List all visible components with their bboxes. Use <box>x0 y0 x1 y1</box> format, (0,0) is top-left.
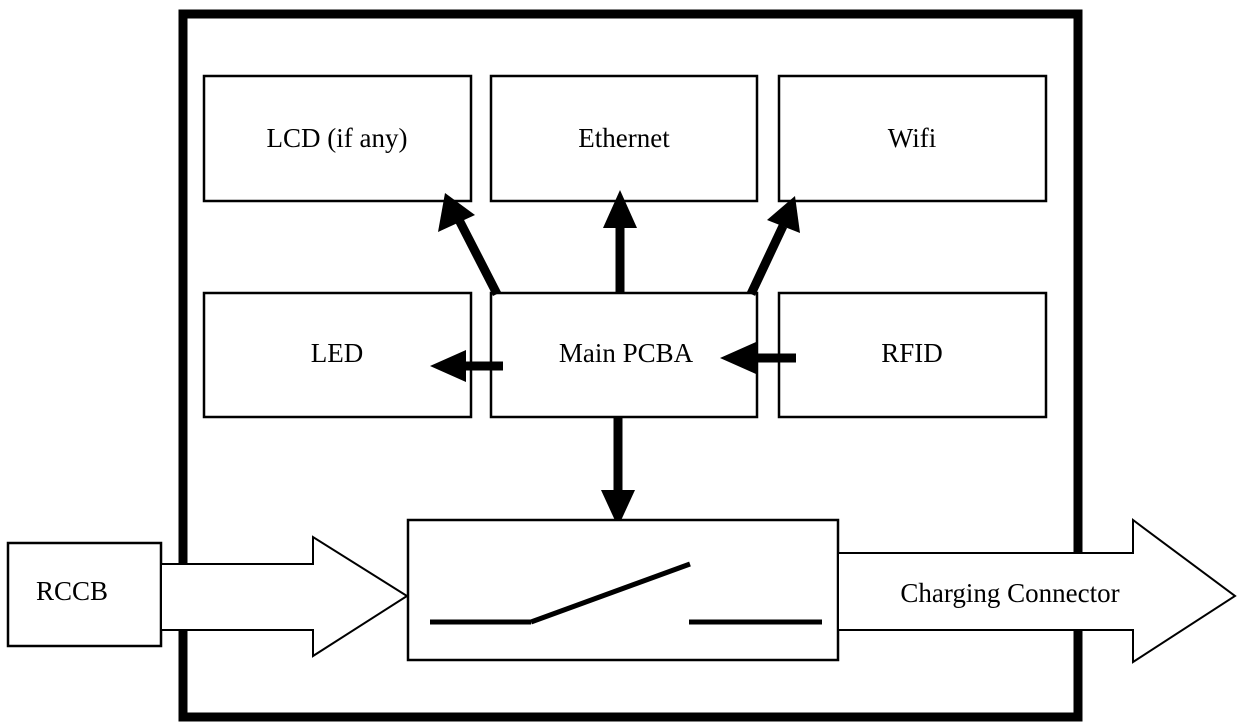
lcd-label: LCD (if any) <box>267 123 408 153</box>
ethernet-label: Ethernet <box>578 123 670 153</box>
charging-connector-label: Charging Connector <box>900 578 1119 608</box>
lcd-block: LCD (if any) <box>202 74 473 203</box>
arrow-main-to-lcd <box>438 193 502 297</box>
led-label: LED <box>311 338 363 368</box>
main-pcba-label: Main PCBA <box>559 338 694 368</box>
charging-output-arrow <box>837 518 1237 664</box>
enclosure-frame <box>178 9 1083 722</box>
power-input-arrow <box>160 535 409 658</box>
switch-blade <box>530 561 691 625</box>
arrow-main-to-led <box>430 350 503 382</box>
arrow-rfid-to-main <box>720 342 796 374</box>
wifi-block: Wifi <box>777 74 1048 203</box>
ethernet-block: Ethernet <box>489 74 759 203</box>
rccb-label: RCCB <box>36 576 108 606</box>
arrow-main-to-contactor <box>601 417 635 527</box>
wifi-label: Wifi <box>888 123 936 153</box>
rfid-block: RFID <box>777 291 1048 419</box>
main-pcba-block: Main PCBA <box>489 291 759 419</box>
rccb-block: RCCB <box>6 541 163 648</box>
arrow-main-to-wifi <box>746 196 800 296</box>
rfid-label: RFID <box>881 338 943 368</box>
led-block: LED <box>202 291 473 419</box>
contactor-switch-block <box>406 518 840 662</box>
arrow-main-to-ethernet <box>603 190 637 294</box>
